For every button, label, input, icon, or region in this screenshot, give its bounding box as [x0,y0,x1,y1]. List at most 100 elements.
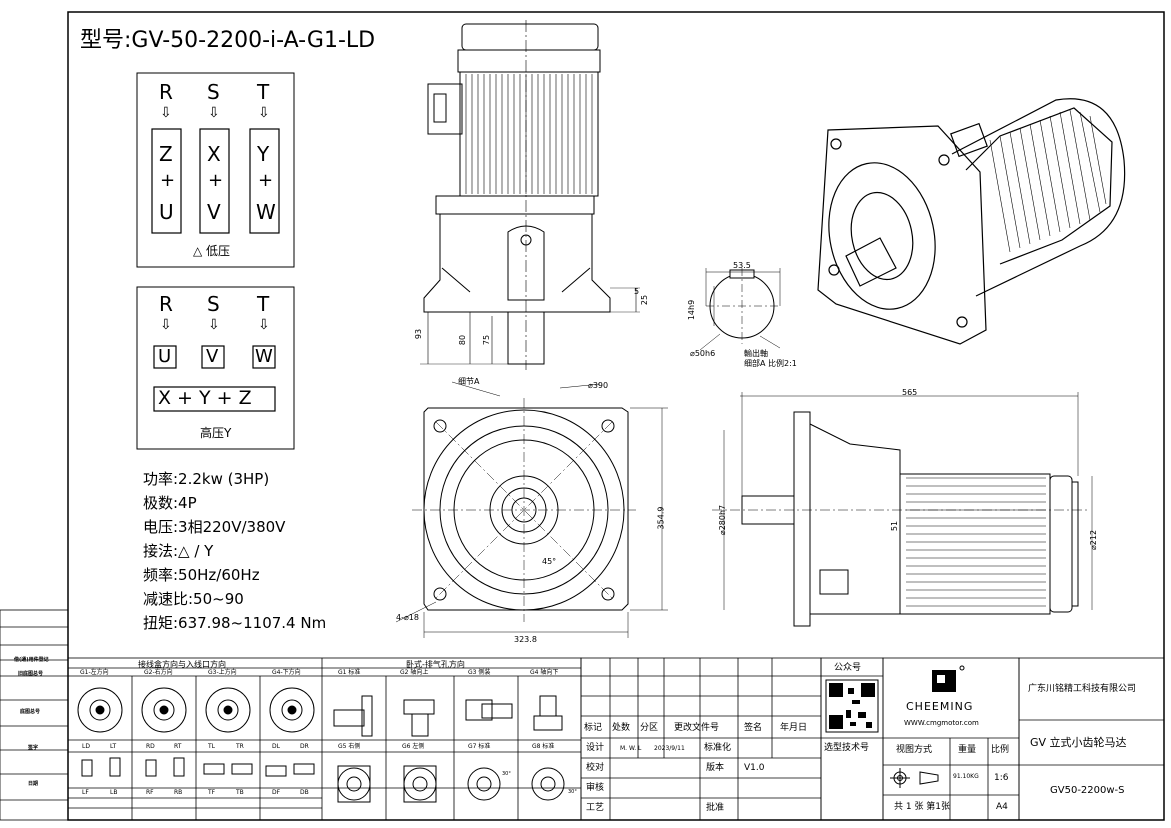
low-arrow-icon: ⇩ [160,105,172,121]
junction-code: TR [236,743,244,750]
junction-dir-g1: G1-左方向 [80,669,109,676]
high-terminal-v: V [206,346,219,367]
low-caption: △ 低压 [193,244,231,258]
junction-code: LD [82,743,90,750]
junction-code: TB [236,789,244,796]
tb-design-date: 2023/9/11 [654,745,685,752]
drawing-frame [67,11,1165,821]
dim-565: 565 [902,388,918,397]
isometric-view [817,98,1126,345]
dim-25: 25 [640,294,650,306]
mounting-g5: G5 右侧 [338,743,361,750]
dim-323-8: 323.8 [514,635,537,644]
margin-reg-label: 借(通)用件登记 [14,657,49,663]
mounting-title: 卧式-排气孔方向 [406,660,465,669]
high-terminal-w: W [255,346,273,367]
mounting-g3: G3 侧装 [468,669,491,676]
tb-approve-label: 批准 [706,803,725,813]
front-elevation-view [420,20,640,370]
low-phase-r: R [159,80,173,104]
low-terminal: V [207,200,221,224]
low-terminal: + [258,170,274,191]
low-terminal: X [207,142,221,166]
tb-process-label: 工艺 [586,803,605,813]
junction-code: DF [272,789,281,796]
junction-dir-g3: G3-上方向 [208,669,237,676]
dim-14h9: 14h9 [687,299,697,321]
tb-company: 广东川铭精工科技有限公司 [1028,684,1137,694]
tb-header-mark: 标记 [584,723,603,733]
tb-header-sign: 签名 [744,723,763,733]
tb-header-zone: 分区 [640,723,659,733]
junction-title: 接线盒方向与入线口方向 [138,660,226,669]
tb-selection: 选型技术号 [824,743,870,753]
high-phase-s: S [207,292,220,316]
junction-code: TL [208,743,216,750]
tb-code: GV50-2200w-S [1050,785,1125,796]
tb-designer: M. W. L [620,745,642,752]
tb-website: WWW.cmgmotor.com [904,719,979,727]
brand-logo-mark [932,665,965,692]
junction-code: DR [300,743,309,750]
junction-code: DB [300,789,309,796]
junction-code: DL [272,743,280,750]
high-arrow-icon: ⇩ [208,317,220,333]
tb-header-change-doc: 更改文件号 [674,723,720,733]
qr-code [825,679,879,733]
left-margin-table [0,609,69,821]
spec-voltage: 电压:3相220V/380V [143,518,286,536]
dim-5: 5 [634,287,640,296]
high-phase-r: R [159,292,173,316]
margin-sign-label: 签字 [28,745,39,751]
junction-code: LB [110,789,118,796]
tb-check-label: 校对 [586,763,605,773]
mounting-g6: G6 左侧 [402,743,425,750]
low-arrow-icon: ⇩ [208,105,220,121]
spec-torque: 扭矩:637.98~1107.4 Nm [143,614,327,632]
tb-sheet: 共 1 张 第1张 [894,802,951,812]
label-detail: 细节A [458,377,480,386]
mounting-g4: G4 轴向下 [530,669,559,676]
label-detail-a-scale: 细部A 比例2:1 [744,359,797,368]
dim-75: 75 [482,334,492,346]
junction-dir-g4: G4-下方向 [272,669,301,676]
tb-design-label: 设计 [586,743,605,753]
spec-poles: 极数:4P [143,494,197,512]
tb-scale-label: 比例 [991,745,1010,755]
low-terminal: + [160,170,176,191]
tb-size: A4 [996,802,1008,812]
flange-view [395,381,668,638]
low-terminal: + [208,170,224,191]
spec-connection: 接法:△ / Y [143,542,214,560]
mounting-angle: 30° [502,771,511,777]
low-phase-s: S [207,80,220,104]
dim-212: ⌀212 [1089,529,1099,551]
junction-dir-g2: G2-右方向 [144,669,173,676]
tb-weight: 91.10KG [953,773,979,780]
mounting-angle: 30° [568,789,577,795]
spec-frequency: 频率:50Hz/60Hz [143,566,260,584]
dim-45: 45° [542,557,557,566]
shaft-detail-view [699,268,781,351]
dim-50h6: ⌀50h6 [690,349,716,358]
margin-old-no-label: 旧底图总号 [18,671,44,677]
tb-version-label: 版本 [706,763,725,773]
dim-80: 80 [458,334,468,346]
dim-280h7: ⌀280h7 [718,504,728,536]
view-method-symbol [890,768,939,788]
margin-base-no-label: 底图总号 [20,709,41,715]
dim-390: ⌀390 [588,381,609,390]
low-terminal: Y [257,142,270,166]
tb-header-count: 处数 [612,723,631,733]
tb-view-method: 视图方式 [896,745,933,755]
low-terminal: Z [159,142,173,166]
wiring-diagrams [136,72,295,450]
tb-review-label: 审核 [586,783,605,793]
margin-date-label: 日期 [28,781,39,787]
high-phase-t: T [257,292,270,316]
mounting-g1: G1 标准 [338,669,361,676]
tb-brand: CHEEMING [906,700,974,713]
tb-weight-label: 重量 [958,745,977,755]
junction-code: RF [146,789,154,796]
